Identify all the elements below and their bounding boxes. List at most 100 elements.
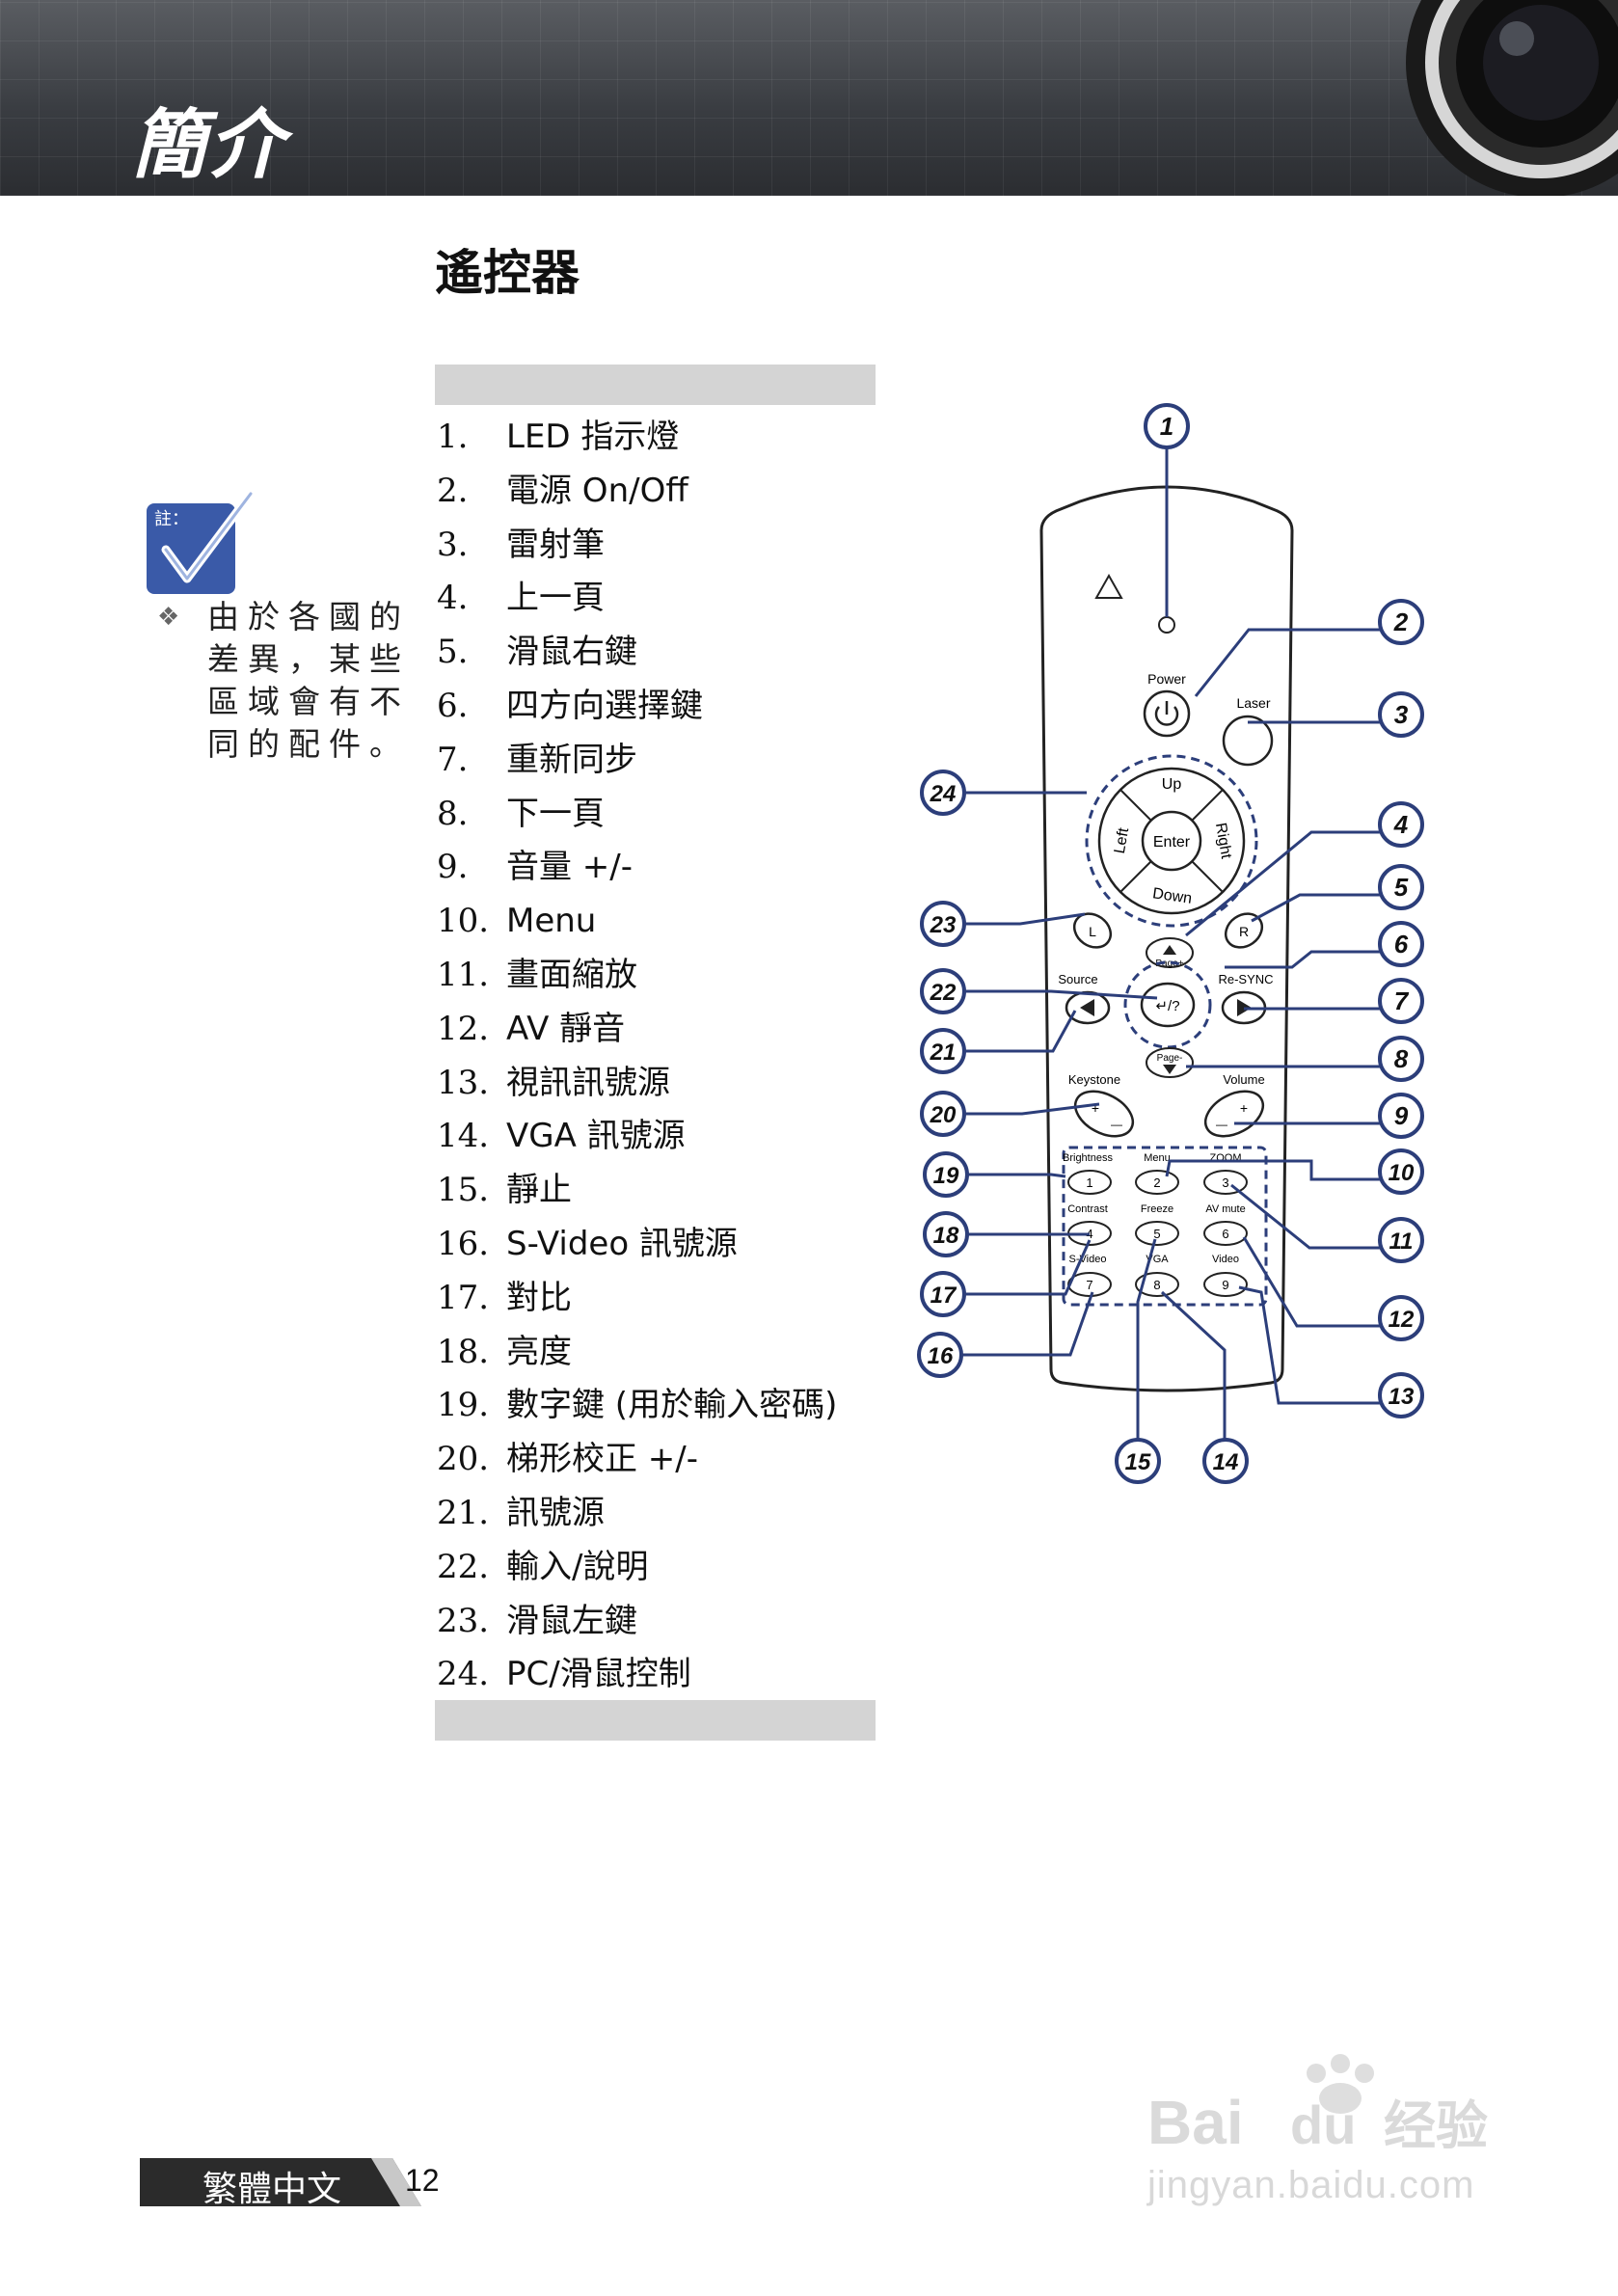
list-item: 8.下一頁 [437, 790, 837, 844]
list-item-number: 5. [437, 633, 469, 672]
note-checkmark-icon: 註： [147, 490, 256, 594]
list-item: 12.AV 靜音 [437, 1005, 837, 1059]
callout-circle [917, 1332, 963, 1378]
callout-circle [1378, 801, 1424, 848]
list-item-number: 17. [437, 1278, 490, 1317]
list-item: 5. 滑鼠右鍵 [437, 628, 837, 682]
list-item-number: 18. [437, 1332, 490, 1371]
key-5[interactable] [1135, 1221, 1179, 1246]
baidu-watermark-logo: Bai du 经验 [1147, 2054, 1488, 2157]
list-item: 3.雷射筆 [437, 521, 837, 575]
callout-circle [1378, 691, 1424, 738]
enter-button[interactable] [1141, 810, 1202, 872]
keystone-minus-label: — [1111, 1118, 1122, 1131]
list-item-label: 對比 [506, 1278, 572, 1317]
key-5-label: 5 [1153, 1227, 1160, 1241]
callout-number: 6 [1394, 930, 1409, 959]
callout-number: 8 [1394, 1044, 1409, 1073]
callout-circle [920, 1091, 966, 1137]
callout-number: 9 [1394, 1101, 1409, 1130]
list-item: 9.音量 +/- [437, 843, 837, 897]
svg-text:du: du [1290, 2094, 1356, 2155]
list-item-label: 上一頁 [506, 579, 605, 618]
list-item-label: 梯形校正 +/- [506, 1440, 699, 1479]
key-6-label: 6 [1222, 1227, 1228, 1241]
callout-circle [923, 1211, 969, 1257]
list-item: 10.Menu [437, 897, 837, 951]
list-item: 13. 視訊訊號源 [437, 1059, 837, 1113]
callout-circle [920, 1028, 966, 1074]
callout-number: 14 [1213, 1449, 1239, 1475]
callout-circle [1144, 403, 1190, 449]
laser-button[interactable] [1222, 715, 1274, 767]
svg-text:经验: 经验 [1384, 2095, 1488, 2156]
enter-label: Enter [1153, 834, 1191, 851]
header-banner: 簡介 [0, 0, 1618, 196]
list-item-number: 9. [437, 848, 469, 887]
list-item: 4.上一頁 [437, 574, 837, 628]
keystone-plus-label: + [1092, 1100, 1099, 1116]
list-item-label: 視訊訊號源 [506, 1063, 670, 1102]
key-8[interactable] [1135, 1272, 1179, 1297]
volume-minus-label: — [1216, 1118, 1227, 1131]
list-item-label: 滑鼠左鍵 [506, 1601, 637, 1640]
list-item-number: 12. [437, 1009, 490, 1048]
l-label: L [1089, 924, 1096, 939]
r-label: R [1239, 924, 1249, 939]
callout-circle [920, 770, 966, 816]
list-item-number: 21. [437, 1493, 490, 1532]
key-6[interactable] [1203, 1221, 1248, 1246]
list-item-label: 雷射筆 [506, 525, 605, 564]
projector-lens-graphic [1406, 0, 1618, 196]
section-title: 遙控器 [435, 245, 580, 301]
list-top-divider [435, 365, 876, 405]
callout-number: 1 [1160, 412, 1173, 441]
mouse-right-button[interactable] [1219, 906, 1268, 954]
note-body: 由於各國的差異，某些區域會有不同的配件。 [207, 598, 410, 763]
page-down-button[interactable] [1146, 1047, 1194, 1078]
resync-label: Re-SYNC [1218, 972, 1273, 986]
contrast-label: Contrast [1067, 1203, 1108, 1215]
number-keys-outline [1062, 1146, 1268, 1307]
list-item-label: 訊號源 [506, 1493, 605, 1532]
key-1[interactable] [1067, 1170, 1112, 1195]
list-item-label: PC/滑鼠控制 [506, 1655, 691, 1694]
list-item-label: 靜止 [506, 1171, 572, 1210]
svg-text:註：: 註： [154, 509, 189, 529]
triangle-left-icon [1080, 999, 1094, 1016]
callout-number: 3 [1394, 700, 1409, 729]
laser-label: Laser [1236, 695, 1270, 711]
freeze-label: Freeze [1141, 1203, 1173, 1215]
list-item-label: S-Video 訊號源 [506, 1224, 738, 1263]
callout-number: 7 [1394, 986, 1410, 1015]
list-item-label: VGA 訊號源 [506, 1117, 686, 1156]
keystone-button[interactable] [1067, 1082, 1140, 1145]
list-item-label: 滑鼠右鍵 [506, 633, 637, 672]
callout-number: 21 [930, 1040, 957, 1066]
callout-number: 12 [1389, 1307, 1415, 1333]
list-item-number: 19. [437, 1386, 490, 1425]
list-item-label: 數字鍵 (用於輸入密碼) [506, 1386, 838, 1425]
key-3-label: 3 [1222, 1175, 1228, 1190]
volume-button[interactable] [1198, 1082, 1270, 1145]
callout-number: 10 [1389, 1160, 1415, 1186]
callout-number: 19 [933, 1163, 959, 1189]
list-item: 15.靜止 [437, 1166, 837, 1220]
list-item: 19. 數字鍵 (用於輸入密碼) [437, 1381, 837, 1435]
callout-circle [923, 1151, 969, 1198]
list-bottom-divider [435, 1700, 876, 1741]
callout-number: 20 [930, 1102, 957, 1128]
svg-text:Bai: Bai [1147, 2088, 1244, 2157]
key-9[interactable] [1203, 1272, 1248, 1297]
callout-number: 13 [1389, 1384, 1415, 1410]
list-item-number: 23. [437, 1601, 490, 1640]
page-title: 簡介 [131, 102, 286, 189]
callout-circle [1378, 1148, 1424, 1195]
list-item-number: 13. [437, 1063, 490, 1102]
help-button[interactable] [1140, 982, 1196, 1028]
triangle-up-icon [1163, 945, 1176, 955]
page-down-label: Page- [1157, 1053, 1183, 1064]
callout-circle [1378, 1036, 1424, 1082]
mouse-left-button[interactable] [1067, 906, 1117, 954]
